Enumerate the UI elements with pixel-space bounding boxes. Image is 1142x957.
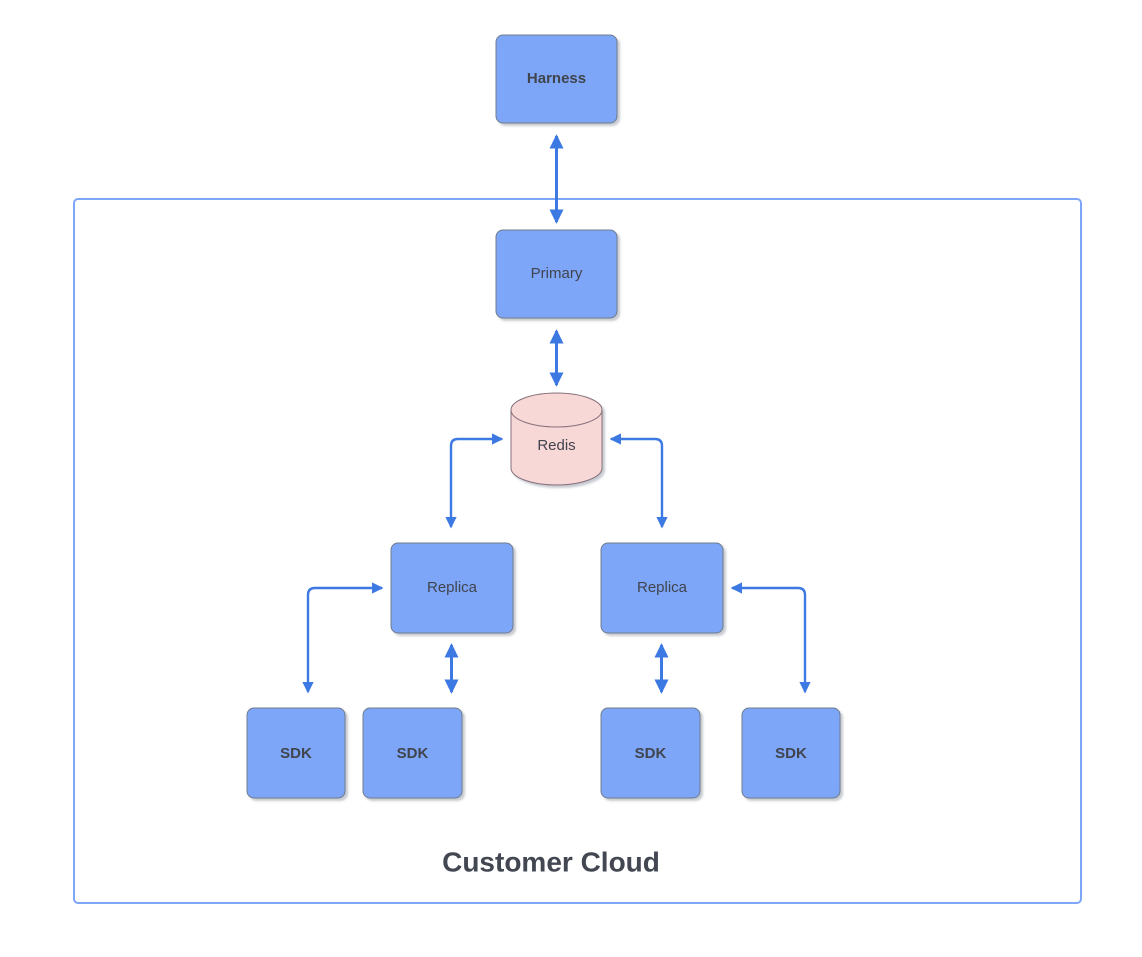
edge-layer	[302, 134, 811, 694]
node-sdk-2[interactable]	[362, 707, 463, 799]
redis-cylinder-body	[510, 409, 603, 486]
node-sdk-1[interactable]	[246, 707, 346, 799]
sdk-3-label: SDK	[635, 745, 667, 762]
node-harness[interactable]	[495, 34, 618, 124]
sdk-4-label: SDK	[775, 745, 807, 762]
replica-right-box	[600, 542, 724, 634]
replica-right-label: Replica	[637, 579, 688, 596]
edge-redis-replica-right[interactable]	[609, 433, 668, 529]
sdk-3-box	[600, 707, 701, 799]
sdk-4-box	[741, 707, 841, 799]
sdk-1-box	[246, 707, 346, 799]
node-sdk-4[interactable]	[741, 707, 841, 799]
edge-replica-right-sdk4[interactable]	[730, 582, 811, 694]
harness-box	[495, 34, 618, 124]
customer-cloud-group[interactable]: Customer Cloud	[73, 198, 1082, 904]
redis-cylinder-top	[510, 392, 603, 428]
node-replica-right[interactable]	[600, 542, 724, 634]
node-primary[interactable]	[495, 229, 618, 319]
customer-cloud-label: Customer Cloud	[442, 846, 660, 877]
primary-box	[495, 229, 618, 319]
sdk-2-box	[362, 707, 463, 799]
node-sdk-3[interactable]	[600, 707, 701, 799]
node-redis[interactable]	[510, 392, 603, 486]
replica-left-label: Replica	[427, 579, 478, 596]
primary-label: Primary	[531, 265, 583, 282]
sdk-1-label: SDK	[280, 745, 312, 762]
replica-left-box	[390, 542, 514, 634]
edge-replica-left-sdk1[interactable]	[302, 582, 384, 694]
sdk-2-label: SDK	[397, 745, 429, 762]
harness-label: Harness	[527, 70, 586, 87]
redis-label: Redis	[537, 437, 575, 454]
node-replica-left[interactable]	[390, 542, 514, 634]
customer-cloud-border	[73, 198, 1082, 904]
edge-redis-replica-left[interactable]	[445, 433, 504, 529]
